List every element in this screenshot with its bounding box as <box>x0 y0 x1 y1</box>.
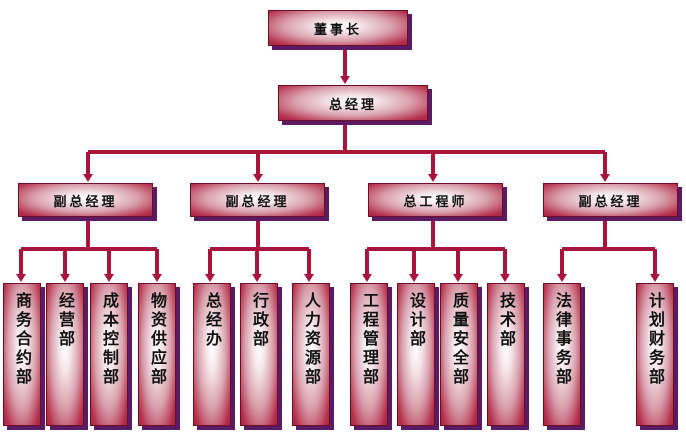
to-dept-2-2-arrow <box>252 274 262 282</box>
dept-cost-control: 成本控制部 <box>90 283 128 426</box>
dept-human-resources: 人力资源部 <box>292 283 330 426</box>
dept-quality-safety: 质量安全部 <box>440 283 478 426</box>
to-dept-3-3-arrow <box>453 274 463 282</box>
to-dept-1-3-arrow <box>104 274 114 282</box>
to-dept-1-2-arrow <box>60 274 70 282</box>
vp-label-2: 副总经理 <box>225 194 290 210</box>
dept-administration: 行政部 <box>240 283 278 426</box>
dept-legal-affairs: 法律事务部 <box>543 283 581 426</box>
to-dept-2-1-arrow <box>205 274 215 282</box>
to-dept-3-1-arrow <box>362 274 372 282</box>
vp-box-1: 副总经理 <box>18 183 153 217</box>
to-dept-4-1-arrow <box>557 274 567 282</box>
dept-engineering-management: 工程管理部 <box>350 283 388 426</box>
to-dept-4-2-arrow <box>650 274 660 282</box>
to-dept-1-4-arrow <box>152 274 162 282</box>
to-dept-1-1-arrow <box>16 274 26 282</box>
chairman-to-gm-arrow <box>340 76 350 84</box>
to-dept-2-3-arrow <box>304 274 314 282</box>
dept-technology: 技术部 <box>487 283 525 426</box>
to-level2-3-arrow <box>428 174 438 182</box>
dept-design: 设计部 <box>397 283 435 426</box>
to-dept-3-2-arrow <box>409 274 419 282</box>
chairman-label: 董事长 <box>313 22 362 38</box>
dept-commercial-contracts: 商务合约部 <box>3 283 41 426</box>
dept-planning-finance: 计划财务部 <box>636 283 674 426</box>
chairman-box: 董事长 <box>268 10 408 46</box>
vp-box-4: 副总经理 <box>543 183 678 217</box>
to-level2-4-arrow <box>600 174 610 182</box>
vp-box-2: 副总经理 <box>190 183 325 217</box>
to-dept-3-4-arrow <box>500 274 510 282</box>
dept-operations: 经营部 <box>46 283 84 426</box>
dept-procurement: 物资供应部 <box>138 283 176 426</box>
vp-label-4: 副总经理 <box>578 194 643 210</box>
to-level2-2-arrow <box>253 174 263 182</box>
to-level2-1-arrow <box>83 174 93 182</box>
vp-label-1: 副总经理 <box>53 194 118 210</box>
general-manager-label: 总经理 <box>328 97 377 113</box>
chief-engineer-label: 总工程师 <box>403 194 468 210</box>
general-manager-box: 总经理 <box>278 85 428 121</box>
chief-engineer-box: 总工程师 <box>368 183 503 217</box>
dept-general-office: 总经办 <box>193 283 231 426</box>
